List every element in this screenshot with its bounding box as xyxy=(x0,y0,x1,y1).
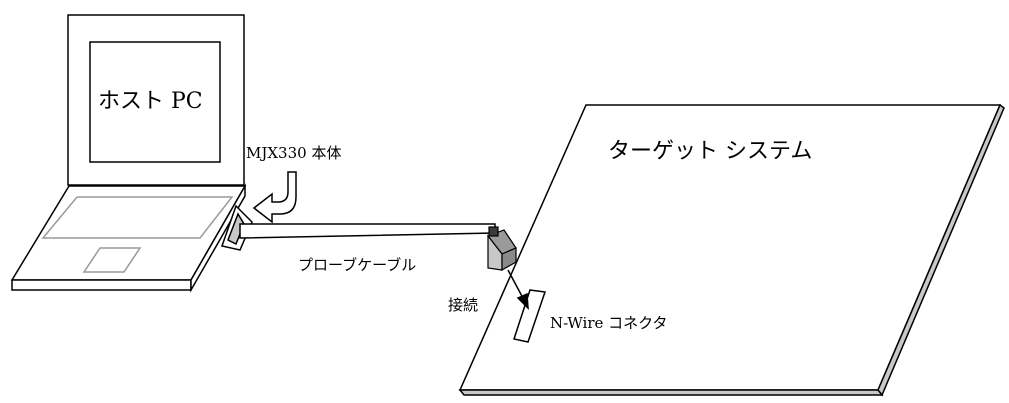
laptop-keyboard xyxy=(41,196,234,239)
mjx330-unit xyxy=(221,204,253,251)
probe-cable xyxy=(239,223,496,239)
mjx-pointer-arrow xyxy=(252,171,297,224)
laptop-base-side xyxy=(190,183,246,293)
nwire-connector-label: N-Wire コネクタ xyxy=(550,314,668,332)
probe-head xyxy=(487,226,517,272)
laptop-touchpad xyxy=(82,247,142,273)
nwire-connector xyxy=(513,289,547,343)
host-pc-laptop xyxy=(10,14,247,293)
connect-label: 接続 xyxy=(448,296,478,314)
laptop-screen xyxy=(89,41,221,163)
probe-cable-label: プローブケーブル xyxy=(298,256,416,274)
target-board-front xyxy=(458,389,884,396)
target-system-label: ターゲット システム xyxy=(608,139,812,164)
host-pc-label: ホスト PC xyxy=(98,89,203,114)
target-board xyxy=(458,103,1005,397)
connect-arrow xyxy=(507,269,529,310)
laptop-base-front xyxy=(11,279,192,291)
mjx-unit-label: MJX330 本体 xyxy=(246,144,341,162)
